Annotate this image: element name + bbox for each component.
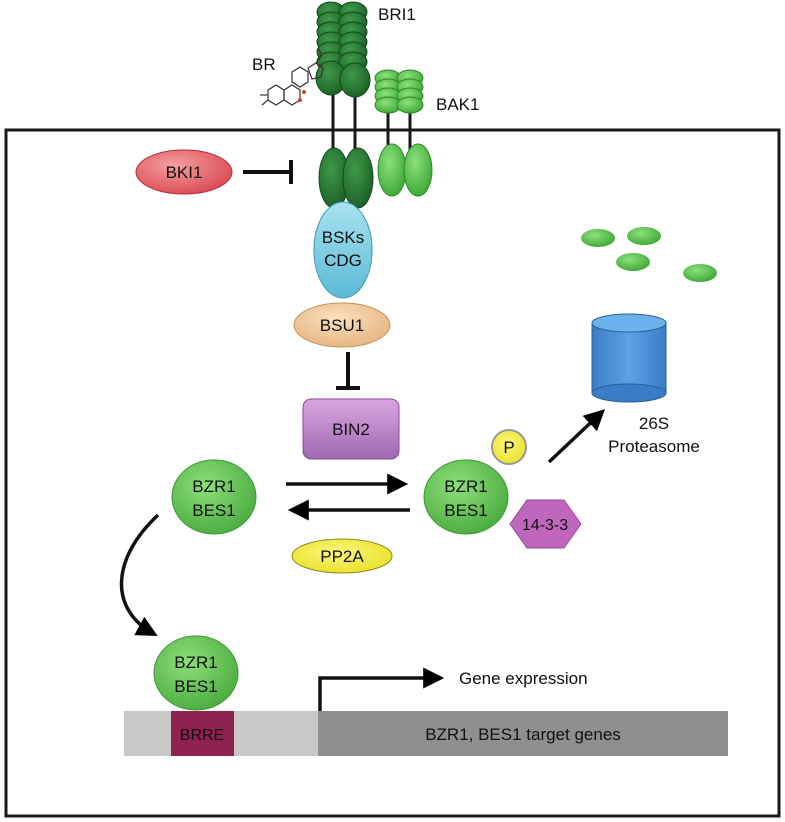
bzr1-right-label: BZR1 bbox=[444, 477, 487, 496]
bri1-receptor-extracellular bbox=[315, 1, 371, 98]
phosphate-label: P bbox=[503, 438, 514, 457]
degraded-peptide-fragments bbox=[581, 227, 717, 282]
bzr1-bes1-nucleus: BZR1 BES1 bbox=[153, 635, 239, 711]
gene-expression-label: Gene expression bbox=[459, 669, 588, 688]
target-genes-label: BZR1, BES1 target genes bbox=[425, 725, 621, 744]
pp2a-label: PP2A bbox=[320, 547, 364, 566]
bzr1-bes1-cytoplasm-unphosphorylated: BZR1 BES1 bbox=[171, 459, 257, 535]
bzr1-left-label: BZR1 bbox=[192, 477, 235, 496]
bes1-right-label: BES1 bbox=[444, 501, 487, 520]
bes1-nucleus-label: BES1 bbox=[174, 677, 217, 696]
phosphate-group: P bbox=[491, 429, 527, 465]
pp2a-protein: PP2A bbox=[291, 538, 393, 574]
brre-element: BRRE bbox=[171, 711, 234, 756]
bri1-receptor-intracellular bbox=[318, 147, 374, 209]
proteasome-label: Proteasome bbox=[608, 437, 700, 456]
bki1-label: BKI1 bbox=[166, 163, 203, 182]
nuclear-translocation-arrow bbox=[119, 513, 160, 637]
transcription-arrow bbox=[318, 667, 445, 711]
cell-boundary bbox=[4, 128, 781, 818]
brre-label: BRRE bbox=[180, 727, 224, 744]
br-molecule bbox=[260, 47, 324, 106]
bzr1-nucleus-label: BZR1 bbox=[174, 653, 217, 672]
degradation-arrow bbox=[547, 409, 606, 464]
bin2-label: BIN2 bbox=[332, 420, 370, 439]
bzr1-bes1-cytoplasm-phosphorylated: BZR1 BES1 bbox=[423, 459, 509, 535]
fourteen-three-three-protein: 14-3-3 bbox=[509, 499, 582, 549]
bki1-protein: BKI1 bbox=[135, 149, 233, 195]
bak1-label: BAK1 bbox=[436, 95, 479, 114]
bin2-protein: BIN2 bbox=[302, 398, 400, 460]
bsu1-protein: BSU1 bbox=[293, 302, 391, 348]
bak1-receptor-extracellular bbox=[374, 69, 424, 114]
bri1-label: BRI1 bbox=[378, 5, 416, 24]
bsks-label: BSKs bbox=[322, 228, 365, 247]
bsu1-label: BSU1 bbox=[320, 316, 364, 335]
proteasome-barrel bbox=[591, 313, 667, 403]
bes1-left-label: BES1 bbox=[192, 501, 235, 520]
bsks-cdg-protein: BSKs CDG bbox=[313, 201, 373, 299]
cdg-label: CDG bbox=[324, 251, 362, 270]
bsu1-inhibition-arrow bbox=[336, 352, 360, 390]
bki1-inhibition-arrow bbox=[243, 160, 293, 184]
bak1-receptor-intracellular bbox=[377, 143, 433, 197]
fourteen-three-three-label: 14-3-3 bbox=[522, 517, 568, 534]
proteasome-26s-label: 26S bbox=[639, 414, 669, 433]
br-label: BR bbox=[252, 55, 276, 74]
phosphorylation-arrows bbox=[286, 473, 410, 521]
